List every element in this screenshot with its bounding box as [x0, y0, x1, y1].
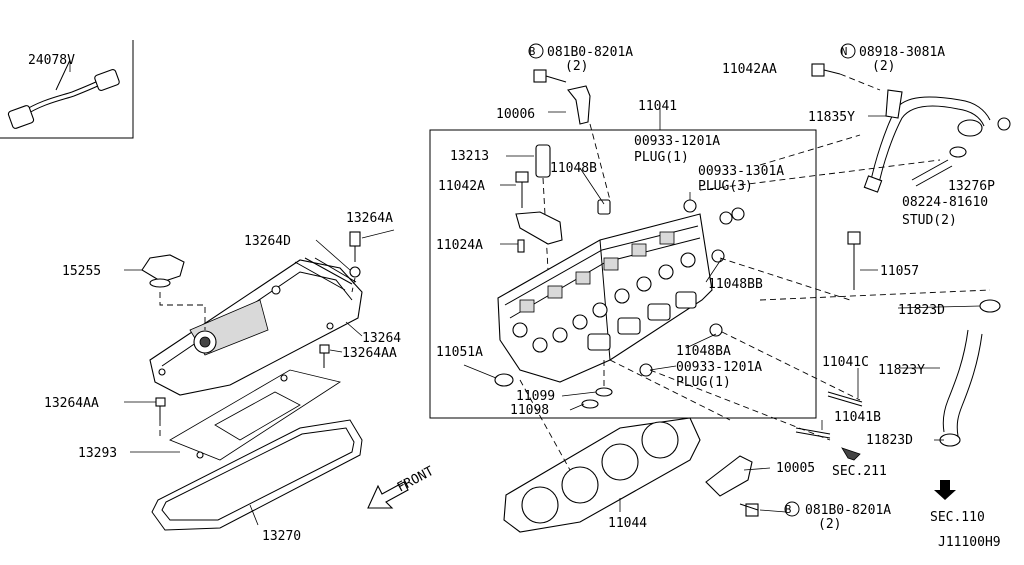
front-arrow-icon [367, 481, 409, 509]
water-pipe-11835y [863, 89, 1011, 193]
label-10005: 10005 [776, 461, 815, 476]
label-sec110: SEC.110 [930, 510, 985, 525]
label-11823d-bot: 11823D [866, 433, 913, 448]
circle-b-top-text: B [529, 45, 536, 58]
label-00933-1301a: 00933-1301A [698, 164, 784, 179]
hanger-10006 [533, 69, 611, 201]
label-13264: 13264 [362, 331, 401, 346]
label-11041b: 11041B [834, 410, 881, 425]
hanger-10005 [705, 455, 759, 517]
label-15255: 15255 [62, 264, 101, 279]
guide-lines [519, 134, 991, 471]
head-gasket [503, 417, 701, 533]
circle-n-marker [840, 43, 856, 59]
label-24078v: 24078V [28, 53, 75, 68]
cylinder-head-frame [429, 129, 817, 419]
label-11048ba: 11048BA [676, 344, 731, 359]
cylinder-head [497, 213, 713, 383]
label-13270: 13270 [262, 529, 301, 544]
label-11051a: 11051A [436, 345, 483, 360]
label-sec211: SEC.211 [832, 464, 887, 479]
label-11024a: 11024A [436, 238, 483, 253]
label-11835y: 11835Y [808, 110, 855, 125]
harness-inset [0, 40, 134, 139]
leader-lines [69, 60, 981, 526]
baffle-plate [169, 369, 341, 461]
label-08918-qty: (2) [872, 59, 895, 74]
label-11057: 11057 [880, 264, 919, 279]
section-arrow-icon [841, 447, 956, 500]
label-stud2: STUD(2) [902, 213, 957, 228]
label-plug1-bot: PLUG(1) [676, 375, 731, 390]
label-13264aa-left: 13264AA [44, 396, 99, 411]
cover-bolts-13264aa [155, 344, 330, 440]
bolt-11057 [847, 231, 861, 290]
label-13264aa-right: 13264AA [342, 346, 397, 361]
hose-11823y [939, 299, 1001, 447]
label-11044: 11044 [608, 516, 647, 531]
label-081b0-top: 081B0-8201A [547, 45, 633, 60]
bolt-11042aa [811, 63, 881, 91]
label-11042a: 11042A [438, 179, 485, 194]
circle-b-marker-top [528, 43, 544, 59]
diagram-id: J11100H9 [938, 535, 1001, 550]
circle-b-bottom-text: B [785, 503, 792, 516]
label-13264d: 13264D [244, 234, 291, 249]
label-00933-1201a-bot: 00933-1201A [676, 360, 762, 375]
label-11048b: 11048B [550, 161, 597, 176]
rocker-cover-gasket [151, 419, 363, 531]
plug-11048b [597, 199, 611, 215]
stud-08224 [911, 159, 953, 187]
label-11042aa: 11042AA [722, 62, 777, 77]
label-13276p: 13276P [948, 179, 995, 194]
label-13264a: 13264A [346, 211, 393, 226]
gasket-13276p [949, 146, 967, 158]
sleeve-13213 [535, 144, 551, 271]
label-11041: 11041 [638, 99, 677, 114]
label-08224: 08224-81610 [902, 195, 988, 210]
label-front: FRONT [395, 464, 437, 496]
label-13293: 13293 [78, 446, 117, 461]
label-11823d-top: 11823D [898, 303, 945, 318]
label-10006: 10006 [496, 107, 535, 122]
circle-b-marker-bottom [784, 501, 800, 517]
bracket-11024a [515, 211, 563, 253]
label-081b0-top-qty: (2) [565, 59, 588, 74]
label-00933-1201a-top: 00933-1201A [634, 134, 720, 149]
label-11823y: 11823Y [878, 363, 925, 378]
circle-n-text: N [841, 45, 848, 58]
rocker-cover [149, 257, 363, 396]
label-11048bb: 11048BB [708, 277, 763, 292]
label-11098: 11098 [510, 403, 549, 418]
label-081b0-bot: 081B0-8201A [805, 503, 891, 518]
plug-11051a [494, 373, 514, 387]
label-plug1-top: PLUG(1) [634, 150, 689, 165]
seal-washers [581, 360, 613, 409]
label-08918: 08918-3081A [859, 45, 945, 60]
oil-filler-cap [141, 254, 206, 330]
label-11041c: 11041C [822, 355, 869, 370]
label-11099: 11099 [516, 389, 555, 404]
label-081b0-bot-qty: (2) [818, 517, 841, 532]
label-plug3: PLUG(3) [698, 179, 753, 194]
label-13213: 13213 [450, 149, 489, 164]
bolt-11042a [515, 171, 529, 208]
part-labels: 24078V B 081B0-8201A (2) N 08918-3081A (… [28, 45, 1001, 550]
cover-bolt-13264a [349, 231, 361, 293]
